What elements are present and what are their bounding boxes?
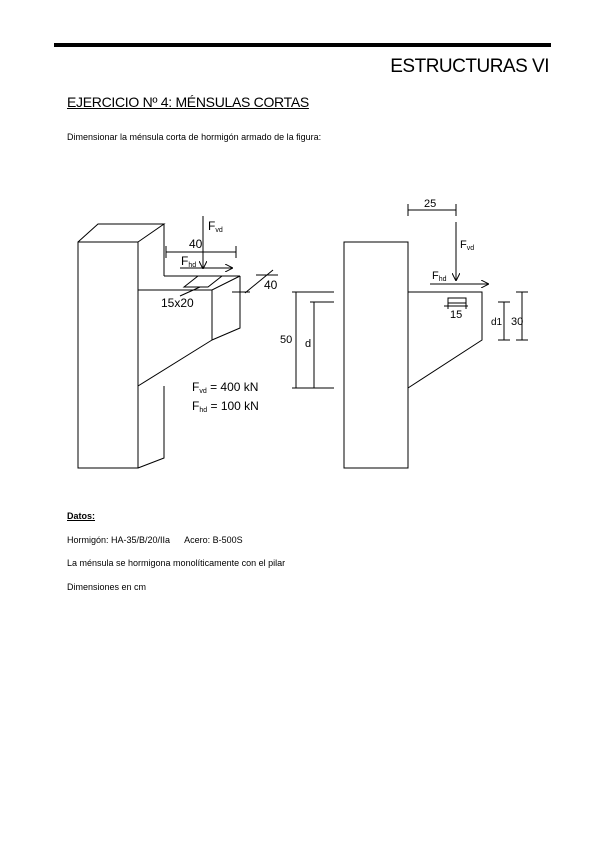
height-dim-label: 50 <box>280 334 292 346</box>
materials-line: Hormigón: HA-35/B/20/IIa Acero: B-500S <box>67 535 243 545</box>
svg-text:Fvd = 400 kN: Fvd = 400 kN <box>192 380 258 395</box>
svg-text:Fhd = 100 kN: Fhd = 100 kN <box>192 399 259 414</box>
steel-spec: Acero: B-500S <box>184 535 243 545</box>
top-dim-label: 25 <box>424 198 436 210</box>
corbel-section <box>407 291 483 389</box>
fhd-label: F <box>181 254 188 268</box>
section-fhd-subscript: hd <box>439 276 447 283</box>
d-dim-label: d <box>305 338 311 350</box>
header-rule <box>54 43 551 47</box>
svg-text:Fhd: Fhd <box>181 254 196 269</box>
column-section <box>343 241 409 469</box>
width-dim-label: 40 <box>189 237 203 251</box>
fvd-label: F <box>208 219 215 233</box>
load-v-value: = 400 kN <box>207 380 259 394</box>
exercise-title: EJERCICIO Nº 4: MÉNSULAS CORTAS <box>67 94 309 110</box>
fhd-subscript: hd <box>188 262 196 269</box>
bearing-plate-section <box>447 297 467 304</box>
load-h-value: = 100 kN <box>207 399 259 413</box>
section-fvd-label: F <box>460 239 467 251</box>
load-h-symbol: F <box>192 399 199 413</box>
data-heading: Datos: <box>67 511 96 521</box>
svg-text:Fvd: Fvd <box>460 239 474 252</box>
load-h-subscript: hd <box>199 407 207 414</box>
end-dim-label: 30 <box>511 316 523 328</box>
plate-label: 15x20 <box>161 296 194 310</box>
concrete-spec: Hormigón: HA-35/B/20/IIa <box>67 535 171 545</box>
svg-text:Fvd: Fvd <box>208 219 223 234</box>
exercise-statement: Dimensionar la ménsula corta de hormigón… <box>67 132 322 142</box>
course-title: ESTRUCTURAS VI <box>390 56 549 77</box>
depth-dim-line <box>244 269 274 294</box>
corbel-3d <box>137 272 241 387</box>
units-note: Dimensiones en cm <box>67 582 147 592</box>
depth-dim-label: 40 <box>264 278 278 292</box>
d1-dim-label: d1 <box>491 317 503 328</box>
load-v-subscript: vd <box>199 388 207 395</box>
end-dims <box>498 291 528 341</box>
load-v-symbol: F <box>192 380 199 394</box>
monolithic-note: La ménsula se hormigona monolíticamente … <box>67 558 286 568</box>
section-fvd-subscript: vd <box>467 245 475 252</box>
section-fhd-label: F <box>432 270 439 282</box>
height-dims <box>292 291 334 389</box>
fvd-subscript: vd <box>215 227 223 234</box>
bearing-plate-3d <box>179 275 224 297</box>
svg-text:Fhd: Fhd <box>432 270 447 283</box>
column-3d <box>77 223 166 469</box>
plate-dim-label: 15 <box>450 309 462 321</box>
